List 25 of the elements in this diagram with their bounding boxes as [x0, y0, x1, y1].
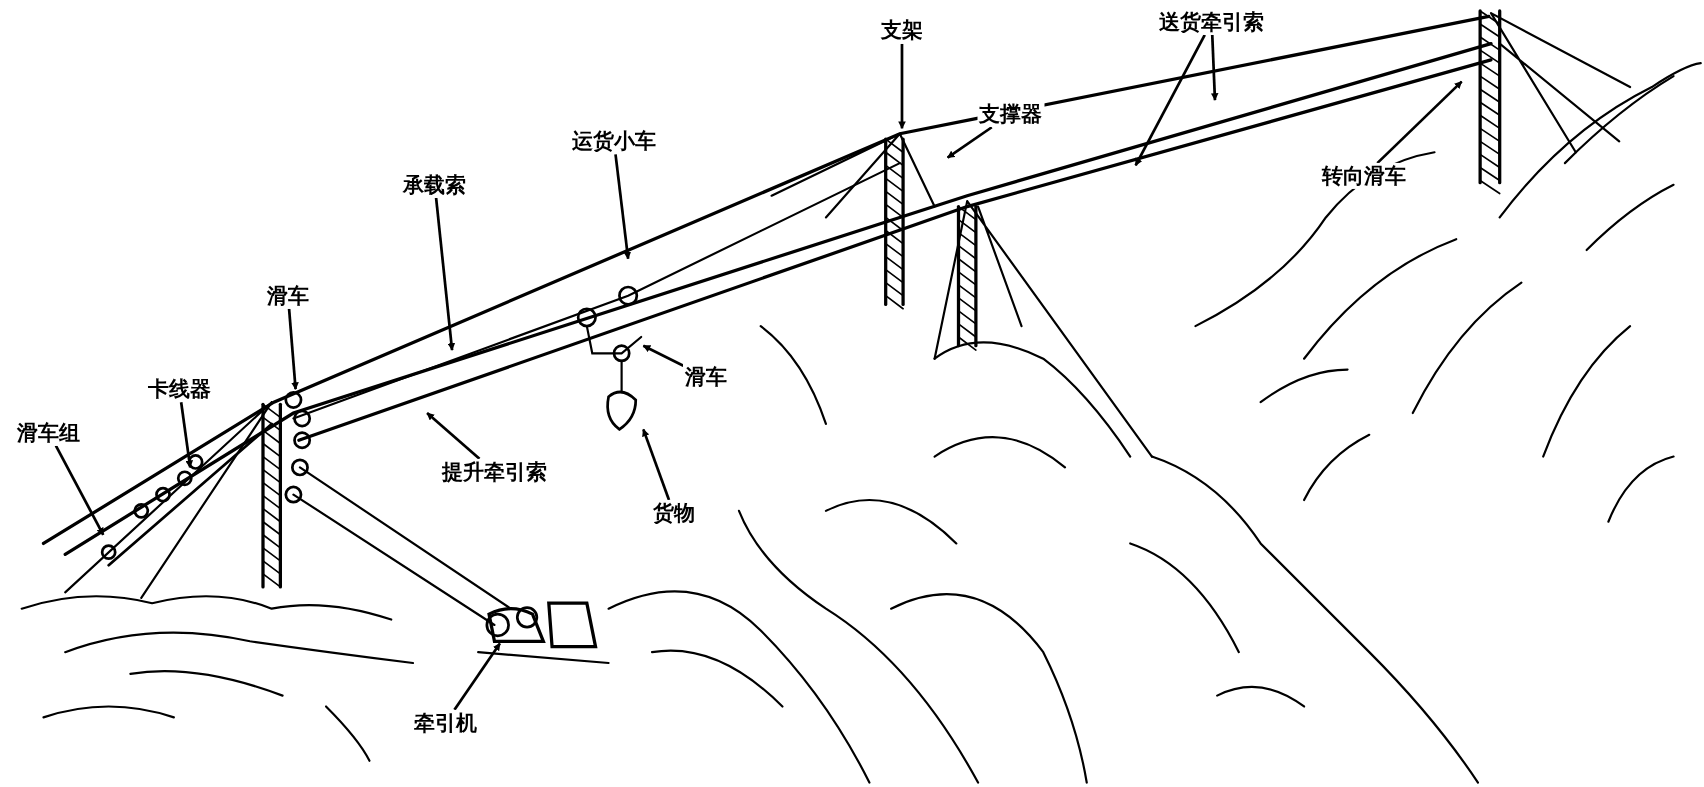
- part-label: 转向滑车: [1319, 163, 1408, 190]
- part-label: 运货小车: [570, 128, 658, 155]
- leader-arrow: [614, 154, 632, 260]
- leader-arrow: [1134, 34, 1206, 166]
- leader-arrow: [946, 126, 993, 159]
- leader-arrow: [287, 308, 299, 390]
- part-label: 支撑器: [977, 101, 1045, 128]
- leader-arrow: [426, 412, 481, 460]
- leader-arrow: [434, 197, 456, 351]
- part-label: 牵引机: [412, 709, 480, 736]
- part-label: 承载索: [401, 171, 469, 198]
- leader-arrow: [642, 428, 671, 501]
- part-label: 送货牵引索: [1157, 8, 1267, 35]
- leader-arrow: [453, 642, 502, 711]
- leader-arrow: [898, 43, 906, 130]
- leader-arrow: [1210, 34, 1219, 101]
- part-label: 滑车组: [15, 419, 83, 446]
- part-label: 货物: [650, 499, 697, 526]
- leader-arrow: [642, 344, 684, 367]
- part-label: 滑车: [265, 282, 311, 309]
- leader-arrow: [179, 402, 193, 469]
- part-label: 支架: [879, 17, 925, 44]
- leader-arrow: [54, 445, 105, 536]
- leader-arrow: [1376, 80, 1463, 165]
- part-label: 提升牵引索: [439, 458, 549, 485]
